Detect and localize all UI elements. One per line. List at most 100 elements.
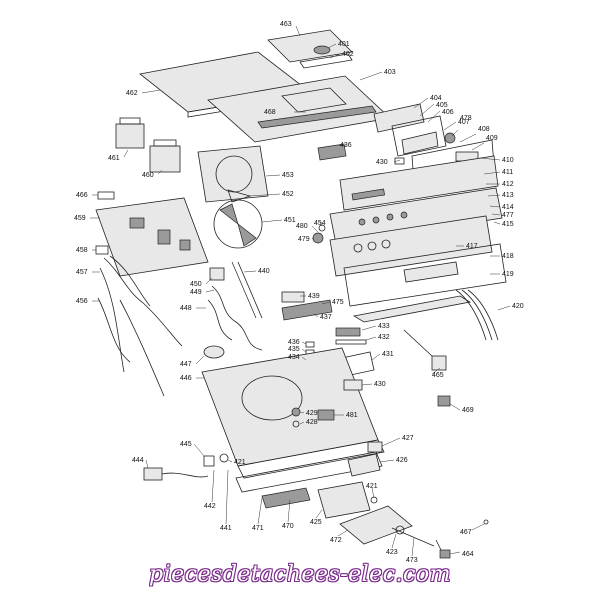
part-label: 449 <box>190 289 202 296</box>
part-label: 475 <box>332 299 344 306</box>
fan-hub-452 <box>227 189 252 203</box>
part-label: 460 <box>142 172 154 179</box>
long-bar-466 <box>257 105 377 129</box>
part-label: 462 <box>126 90 138 97</box>
heater-rod-440 <box>231 261 263 319</box>
fan-knob-401 <box>313 45 331 55</box>
part-label: 425 <box>310 519 322 526</box>
fascia-plate-415 <box>329 187 503 245</box>
part-label: 481 <box>346 412 358 419</box>
plate-481 <box>317 409 335 421</box>
part-label: 465 <box>432 372 444 379</box>
part-label: 479 <box>298 236 310 243</box>
part-label: 415 <box>502 221 514 228</box>
small-clip-430 <box>394 157 405 165</box>
part-label: 414 <box>502 204 514 211</box>
part-label: 471 <box>252 525 264 532</box>
part-label: 451 <box>284 217 296 224</box>
part-label: 470 <box>282 523 294 530</box>
front-rail-471 <box>235 451 383 509</box>
part-label: 445 <box>180 441 192 448</box>
part-label: 426 <box>396 457 408 464</box>
fan-blade-451 <box>213 199 263 249</box>
shaft-423-473 <box>391 525 435 547</box>
top-plate-463 <box>267 29 353 63</box>
coil-449 <box>211 285 263 351</box>
part-label: 427 <box>402 435 414 442</box>
part-label: 435 <box>288 346 300 353</box>
knob-454 <box>318 224 326 232</box>
part-label: 421 <box>234 459 246 466</box>
part-label: 401 <box>338 41 350 48</box>
part-label: 417 <box>466 243 478 250</box>
wire-loom-456 <box>97 297 165 397</box>
handle-front-418 <box>343 243 507 307</box>
thermostat-465 <box>403 329 447 371</box>
part-label: 409 <box>486 135 498 142</box>
front-panel-417 <box>329 215 493 277</box>
transformer-460 <box>149 139 181 173</box>
part-label: 406 <box>442 109 454 116</box>
part-label: 450 <box>190 281 202 288</box>
part-label: 423 <box>386 549 398 556</box>
part-label: 448 <box>180 305 192 312</box>
part-label: 441 <box>220 525 232 532</box>
part-label: 442 <box>204 503 216 510</box>
relay-450 <box>209 267 225 281</box>
part-label: 410 <box>502 157 514 164</box>
part-label: 404 <box>430 95 442 102</box>
part-label: 430 <box>376 159 388 166</box>
part-label: 437 <box>320 314 332 321</box>
part-label: 428 <box>306 419 318 426</box>
part-label: 431 <box>382 351 394 358</box>
part-label: 452 <box>282 191 294 198</box>
fascia-412 <box>339 155 499 211</box>
part-label: 405 <box>436 102 448 109</box>
part-label: 439 <box>308 293 320 300</box>
part-label: 436 <box>340 142 352 149</box>
leader-lines <box>90 25 511 557</box>
part-label: 469 <box>462 407 474 414</box>
wire-harness-457 <box>99 255 183 373</box>
transformer-461 <box>115 117 145 149</box>
clip-469 <box>437 395 451 407</box>
part-label: 418 <box>502 253 514 260</box>
part-label: 461 <box>108 155 120 162</box>
part-label: 407 <box>458 119 470 126</box>
part-label: 480 <box>296 223 308 230</box>
lamp-421 <box>219 453 229 463</box>
chassis-446 <box>201 347 385 479</box>
part-label: 468 <box>264 109 276 116</box>
terminal-plate-436 <box>317 143 347 161</box>
handle-464 <box>435 539 451 559</box>
door-plate-425 <box>317 481 371 519</box>
part-label: 429 <box>306 410 318 417</box>
part-label: 464 <box>462 551 474 558</box>
handle-bar-420 <box>352 295 472 323</box>
bracket-406 <box>391 115 447 157</box>
part-label: 421 <box>366 483 378 490</box>
fan-shroud-453 <box>197 145 269 203</box>
watermark: piecesdetachees-elec.com <box>149 562 451 587</box>
terminal-block-433 <box>335 327 361 337</box>
part-label: 408 <box>478 126 490 133</box>
part-label: 433 <box>378 323 390 330</box>
part-label: 472 <box>330 537 342 544</box>
switch-427-426 <box>347 441 383 477</box>
part-label: 473 <box>406 557 418 564</box>
part-label: 402 <box>342 51 354 58</box>
part-label: 463 <box>280 21 292 28</box>
rail-432 <box>335 339 367 345</box>
part-label: 458 <box>76 247 88 254</box>
part-label: 434 <box>288 354 300 361</box>
bracket-445 <box>203 455 215 467</box>
part-label: 420 <box>512 303 524 310</box>
part-label: 478 <box>460 115 472 122</box>
plate-430 <box>343 379 363 391</box>
connector-458 <box>95 245 109 255</box>
sensor-429-428 <box>291 407 301 428</box>
part-label: 477 <box>502 212 514 219</box>
fuse-holder-444 <box>143 467 209 481</box>
